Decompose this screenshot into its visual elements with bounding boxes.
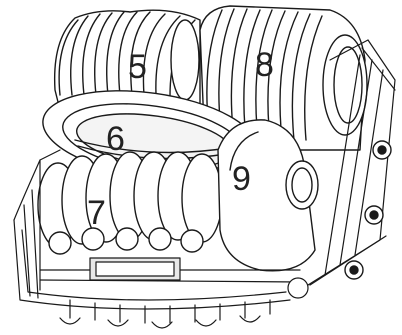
callout-9: 9 xyxy=(232,160,251,198)
callout-8: 8 xyxy=(255,46,274,84)
callout-7: 7 xyxy=(87,194,106,232)
small-plate-row xyxy=(38,152,222,254)
callout-5: 5 xyxy=(128,48,147,86)
callout-6: 6 xyxy=(106,120,125,158)
